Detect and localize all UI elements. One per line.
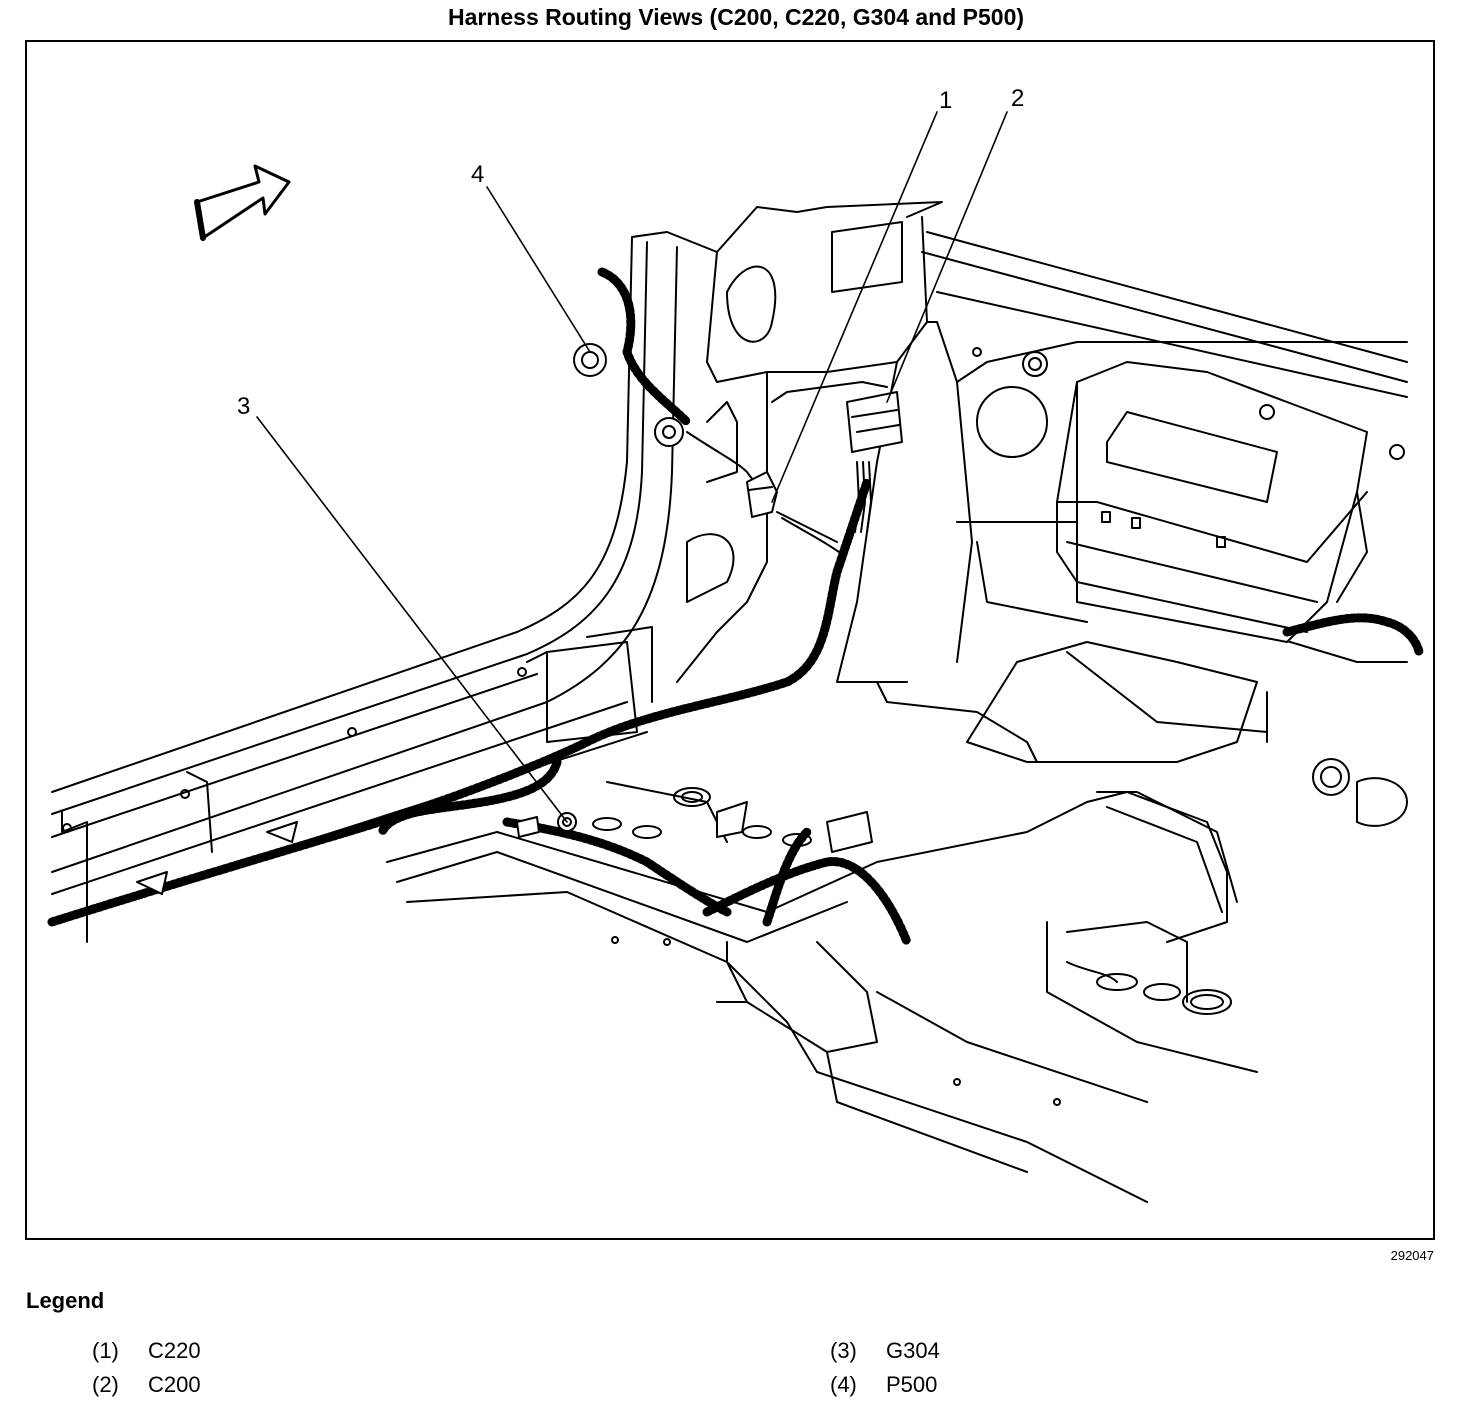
callout-3: 3 bbox=[237, 393, 250, 420]
harness-clips bbox=[136, 801, 873, 895]
legend-item-label: C200 bbox=[148, 1372, 201, 1397]
legend-item-c200: (2) C200 bbox=[92, 1372, 201, 1398]
callout-leaders bbox=[256, 111, 1008, 823]
legend-item-label: P500 bbox=[886, 1372, 938, 1397]
leader-2 bbox=[886, 111, 1008, 403]
callout-2: 2 bbox=[1011, 85, 1024, 112]
diagram-frame: 1 2 3 4 bbox=[25, 40, 1435, 1240]
callout-4: 4 bbox=[471, 161, 484, 188]
legend-item-label: C220 bbox=[148, 1338, 201, 1363]
diagram-title: Harness Routing Views (C200, C220, G304 … bbox=[447, 4, 1025, 30]
connector-c200 bbox=[846, 391, 903, 453]
quarter-inner-panel bbox=[666, 201, 973, 683]
callout-1: 1 bbox=[939, 87, 952, 114]
leader-3 bbox=[256, 416, 568, 823]
figure-id: 292047 bbox=[1390, 1248, 1434, 1263]
floor-crossmember bbox=[386, 781, 1258, 1203]
leader-4 bbox=[486, 186, 591, 353]
legend-item-p500: (4) P500 bbox=[830, 1372, 937, 1398]
legend-item-number: (1) bbox=[92, 1338, 119, 1363]
legend-item-c220: (1) C220 bbox=[92, 1338, 201, 1364]
legend-item-number: (3) bbox=[830, 1338, 857, 1363]
legend-item-g304: (3) G304 bbox=[830, 1338, 940, 1364]
rear-floor-pan bbox=[876, 231, 1408, 827]
leader-1 bbox=[771, 111, 938, 503]
legend-title: Legend bbox=[26, 1288, 105, 1313]
harness-routing-illustration: 1 2 3 4 bbox=[47, 85, 1424, 1203]
connector-c220 bbox=[746, 471, 778, 518]
forward-direction-arrow-icon bbox=[194, 164, 291, 241]
trunk-module-box bbox=[1056, 361, 1405, 643]
legend-item-number: (2) bbox=[92, 1372, 119, 1397]
legend-item-number: (4) bbox=[830, 1372, 857, 1397]
legend-item-label: G304 bbox=[886, 1338, 940, 1363]
wiring-harness bbox=[47, 267, 1424, 947]
